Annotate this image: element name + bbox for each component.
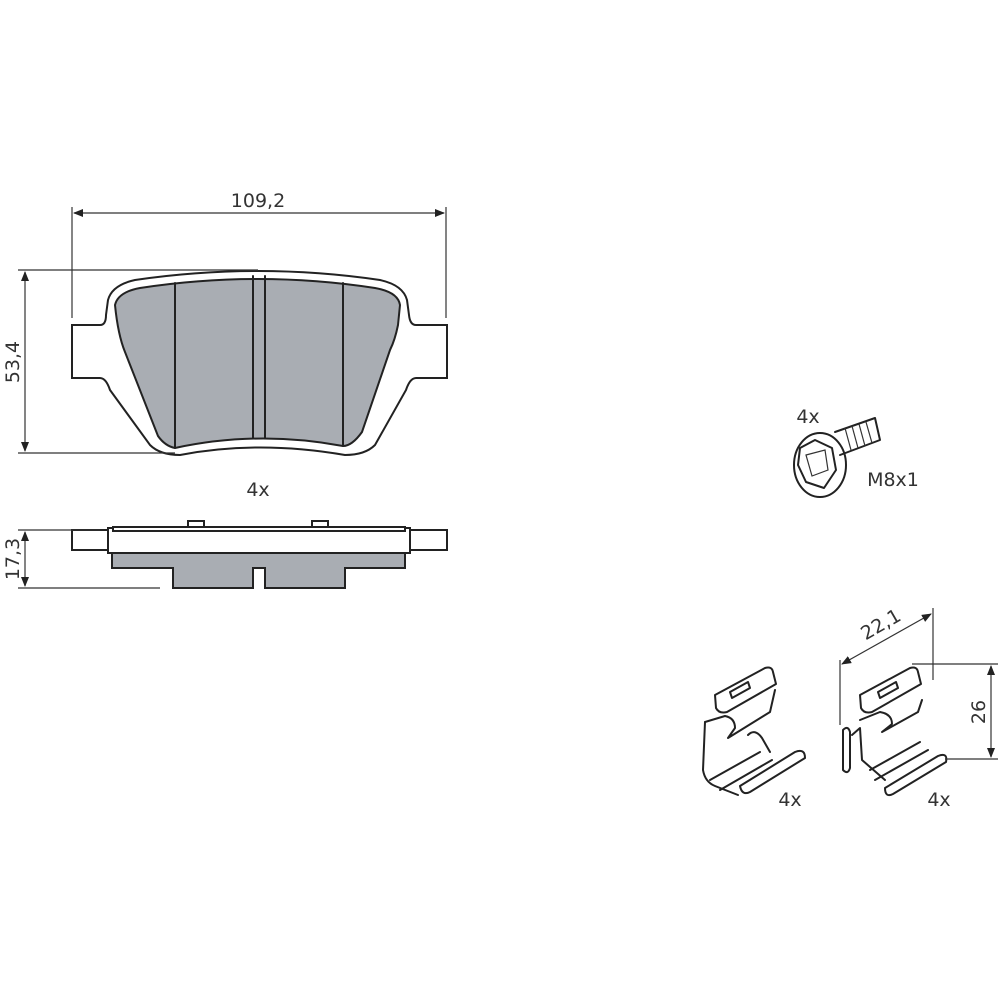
- bolt-thread-label: M8x1: [867, 469, 919, 491]
- clip-height-dimension: [912, 663, 998, 760]
- thickness-dimension: [18, 529, 160, 589]
- clip-height-label: 26: [968, 700, 990, 724]
- clip-a-icon: [702, 666, 806, 796]
- pad-quantity-label: 4x: [246, 479, 269, 501]
- width-dimension: [71, 207, 447, 318]
- clip-length-label: 22,1: [857, 605, 905, 645]
- clip-length-dimension: [839, 608, 934, 725]
- brake-pad-side-view: [71, 520, 448, 589]
- clip-b-icon: [842, 666, 948, 797]
- bolt-icon: [793, 417, 881, 498]
- bolt-quantity-label: 4x: [796, 406, 819, 428]
- width-dimension-label: 109,2: [231, 190, 285, 212]
- height-dimension: [18, 269, 258, 454]
- brake-pad-front-view: [71, 270, 448, 457]
- thickness-dimension-label: 17,3: [2, 538, 24, 580]
- clip-b-quantity-label: 4x: [927, 789, 950, 811]
- height-dimension-label: 53,4: [2, 341, 24, 383]
- clip-a-quantity-label: 4x: [778, 789, 801, 811]
